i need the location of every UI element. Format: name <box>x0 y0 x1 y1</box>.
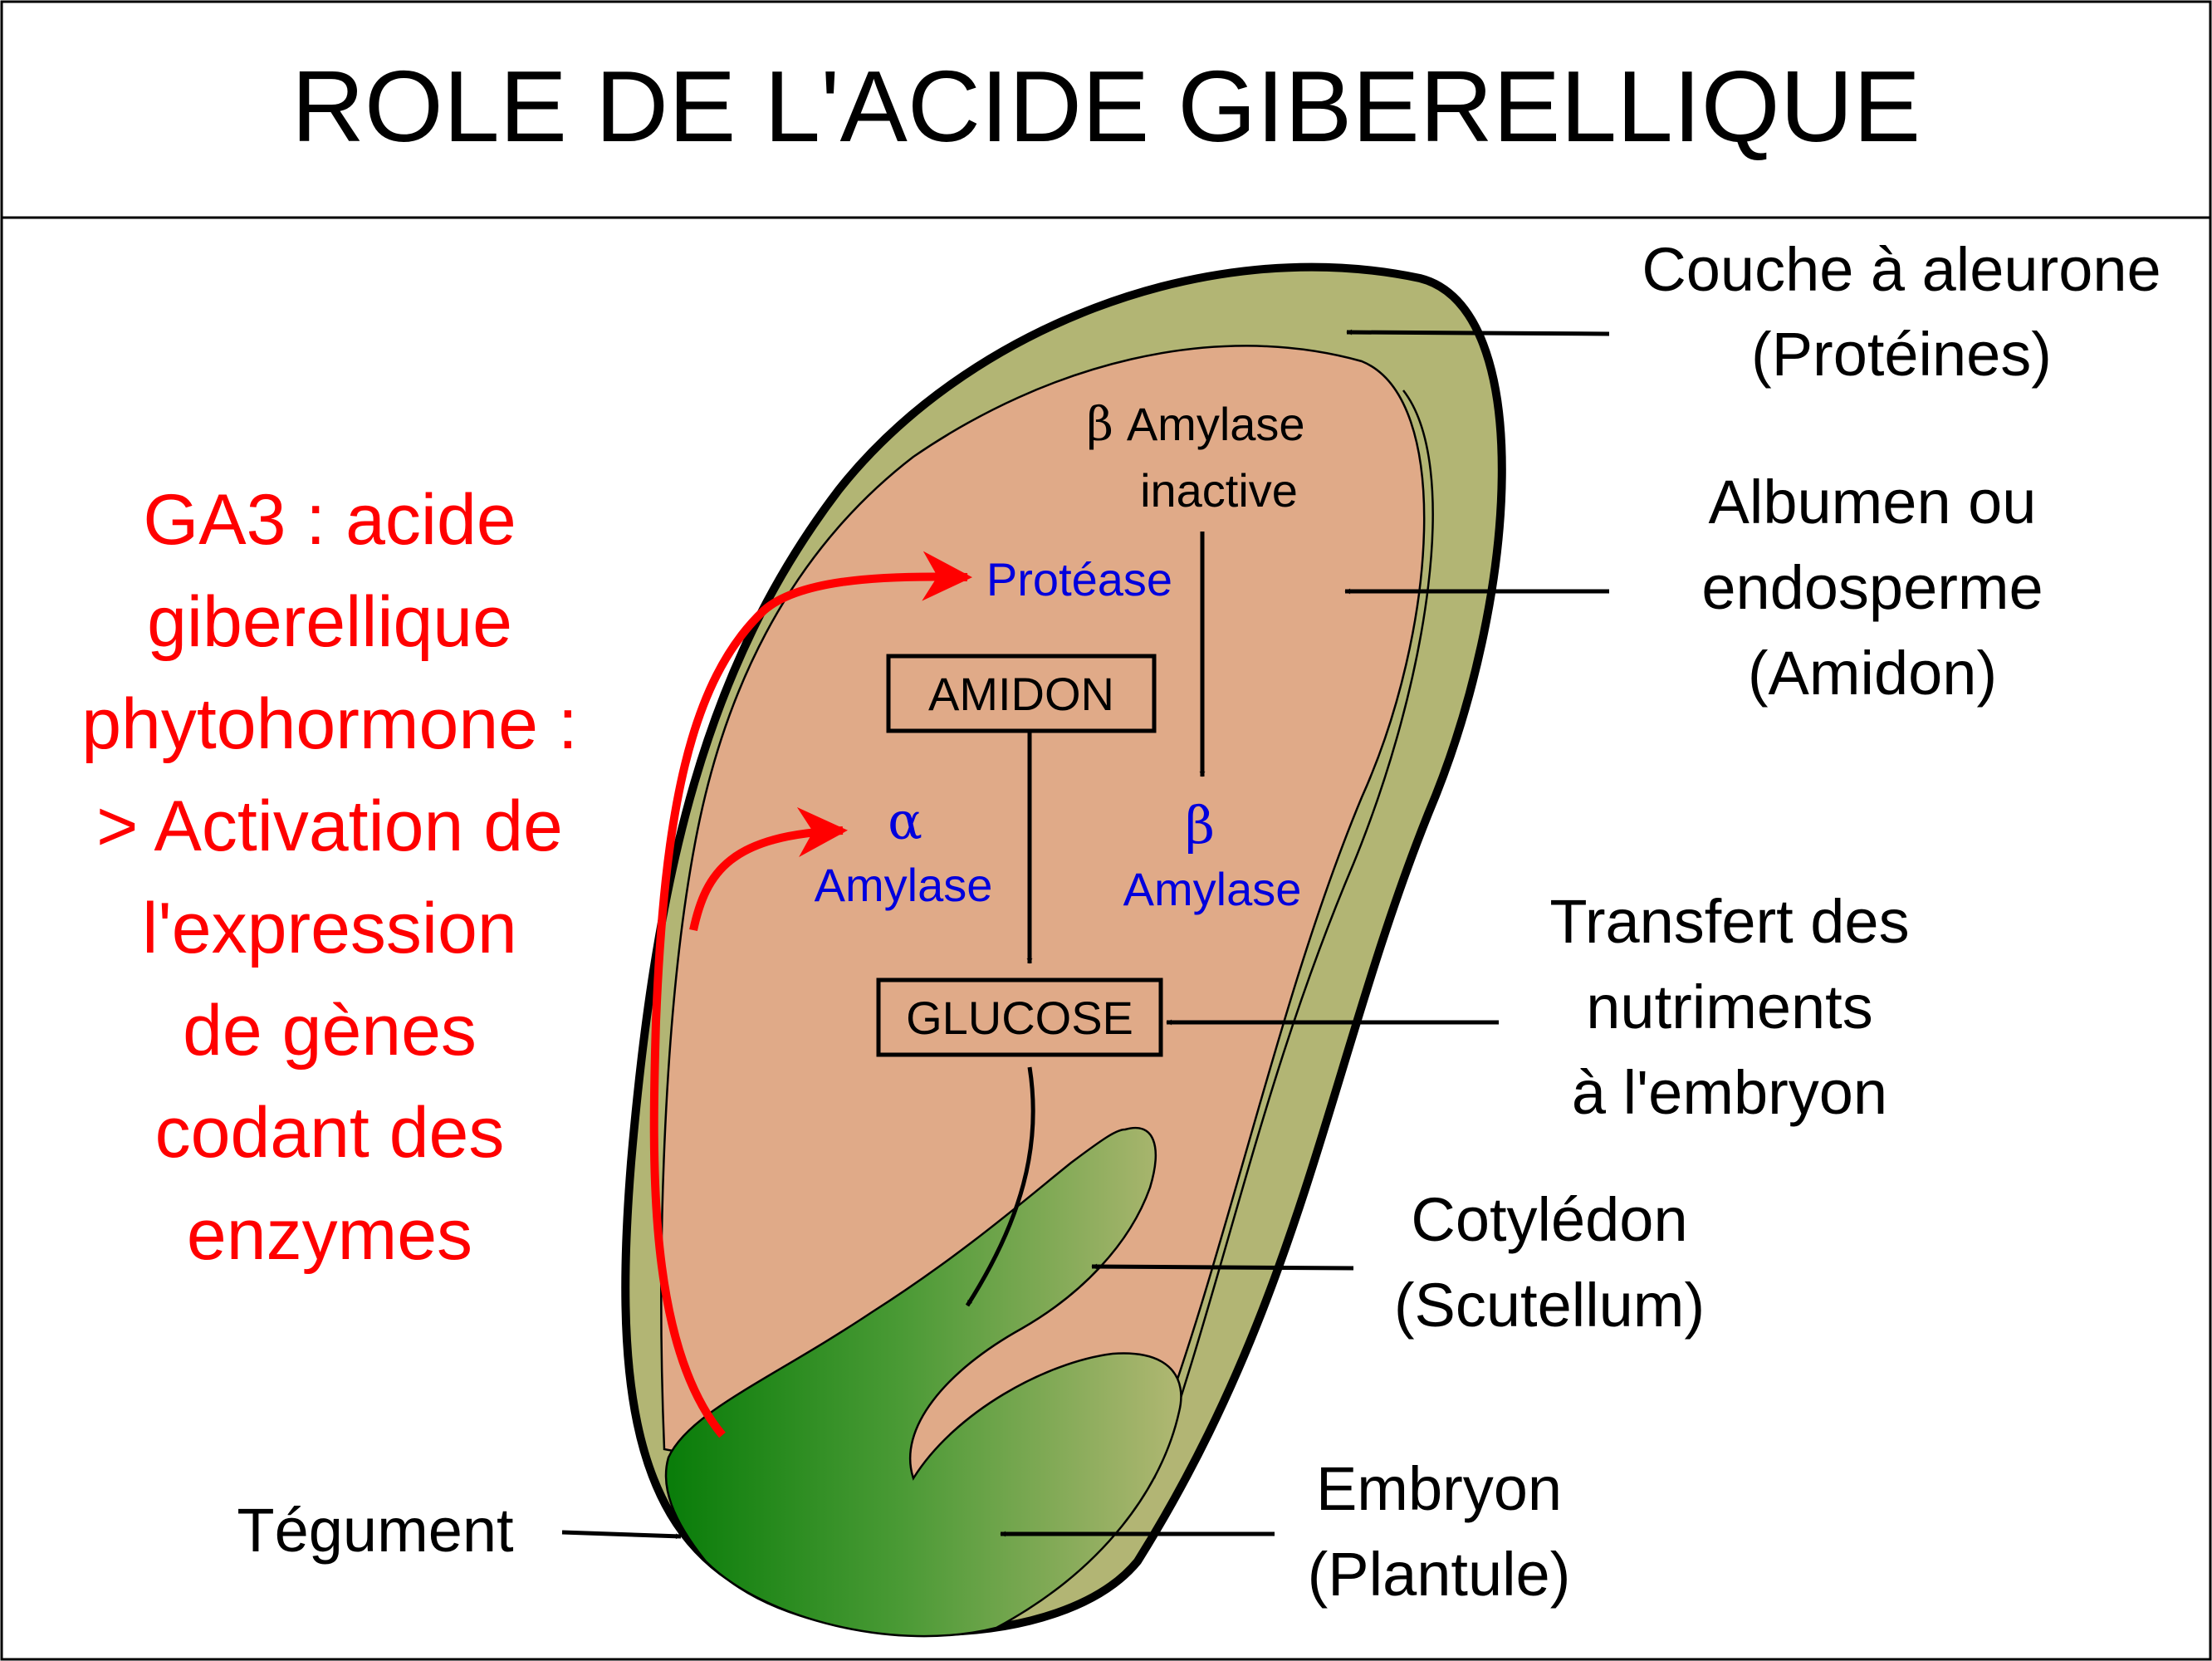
beta-amylase-label: Amylase <box>1123 863 1302 915</box>
albumen-line2: endosperme <box>1701 553 2043 622</box>
beta-amylase-inactive-line2: inactive <box>1140 464 1298 517</box>
ga3-line6: de gènes <box>183 991 477 1071</box>
page-title: ROLE DE L'ACIDE GIBERELLIQUE <box>291 50 1921 163</box>
transfert-line3: à l'embryon <box>1572 1058 1887 1127</box>
ga3-line2: giberellique <box>147 582 512 662</box>
beta-active-symbol: β <box>1185 795 1215 855</box>
label-cotyledon: Cotylédon (Scutellum) <box>1394 1185 1705 1340</box>
alpha-amylase-label: Amylase <box>815 859 993 911</box>
embryon-line2: (Plantule) <box>1308 1540 1571 1609</box>
ga3-line4: > Activation de <box>96 786 563 866</box>
albumen-line3: (Amidon) <box>1748 639 1997 708</box>
ga3-line1: GA3 : acide <box>143 480 516 560</box>
ga3-arrow-protease <box>649 551 972 1438</box>
glucose-label: GLUCOSE <box>906 992 1133 1044</box>
label-albumen: Albumen ou endosperme (Amidon) <box>1701 468 2043 708</box>
transfert-line1: Transfert des <box>1549 887 1909 956</box>
label-transfert: Transfert des nutriments à l'embryon <box>1549 887 1909 1127</box>
glucose-box <box>876 977 1163 1057</box>
ga3-line8: enzymes <box>187 1195 472 1275</box>
ga3-description: GA3 : acide giberellique phytohormone : … <box>81 480 578 1275</box>
cotyledon-line1: Cotylédon <box>1411 1185 1687 1254</box>
ga3-line7: codant des <box>155 1093 505 1173</box>
arrow-cotyledon <box>1091 1263 1354 1271</box>
beta-symbol: β <box>1086 398 1113 452</box>
ga3-line5: l'expression <box>142 889 516 968</box>
amidon-box <box>886 654 1157 733</box>
amidon-label: AMIDON <box>928 668 1114 720</box>
aleurone-line2: (Protéines) <box>1751 320 2052 389</box>
beta-amylase-inactive-line1: β Amylase <box>1086 398 1304 452</box>
ga3-arrow-alpha-amylase <box>689 807 848 932</box>
label-aleurone: Couche à aleurone (Protéines) <box>1642 235 2161 389</box>
protease-label: Protéase <box>986 553 1172 605</box>
aleurone-line1: Couche à aleurone <box>1642 235 2161 304</box>
beta-amylase-word: Amylase <box>1127 398 1305 450</box>
embryon-line1: Embryon <box>1316 1454 1562 1523</box>
arrow-aleurone <box>1346 329 1610 336</box>
label-embryon: Embryon (Plantule) <box>1308 1454 1571 1609</box>
tegument-inner-line <box>1152 390 1434 1479</box>
alpha-symbol: α <box>888 791 922 851</box>
arrow-glucose-embryo <box>965 1066 1035 1307</box>
ga3-line3: phytohormone : <box>81 684 578 764</box>
albumen-line1: Albumen ou <box>1709 468 2037 537</box>
label-tegument: Tégument <box>237 1496 514 1565</box>
cotyledon-line2: (Scutellum) <box>1394 1271 1705 1340</box>
arrow-tegument <box>561 1530 682 1540</box>
transfert-line2: nutriments <box>1586 973 1872 1041</box>
